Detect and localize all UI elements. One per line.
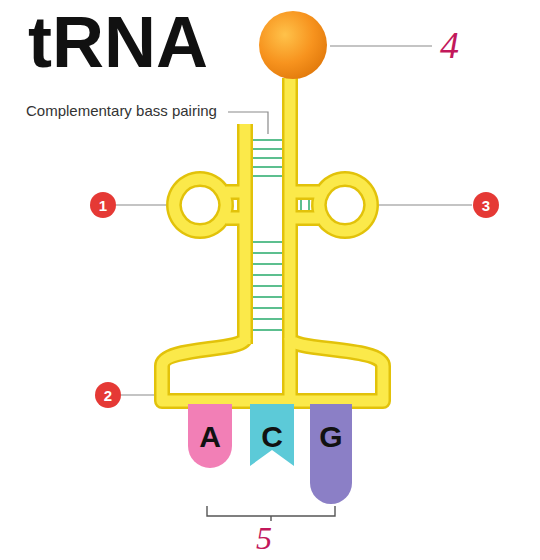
- callout-number: 1: [99, 198, 107, 213]
- amino-acid-ball: [259, 11, 327, 79]
- callout-number: 2: [104, 388, 112, 403]
- base-pair-rung: [251, 307, 284, 309]
- nucleotide-base: C: [250, 404, 294, 466]
- backbone-segment: [162, 338, 383, 401]
- leader-line: [374, 204, 472, 205]
- base-pair-rung: [251, 157, 284, 159]
- base-letter: A: [188, 422, 232, 452]
- base-pair-rung: [251, 175, 284, 177]
- base-pair-rung: [251, 241, 284, 243]
- backbone-segment: [240, 124, 251, 344]
- backbone-segment: [290, 187, 319, 198]
- base-letter: C: [250, 422, 294, 452]
- backbone-segment: [174, 179, 226, 231]
- chevron-fill: [250, 404, 294, 466]
- backbone-segment: [319, 179, 371, 231]
- backbone-segment: [319, 179, 371, 231]
- base-pair-rung: [251, 166, 284, 168]
- anticodon-bracket: [207, 506, 335, 521]
- base-pair-rung: [251, 296, 284, 298]
- handwritten-number: 4: [440, 26, 459, 64]
- base-pair-rung: [251, 329, 284, 331]
- part-label: Complementary bass pairing: [26, 103, 217, 118]
- base-pair-rung: [251, 285, 284, 287]
- backbone-segment: [174, 179, 226, 231]
- callout-number: 3: [482, 198, 490, 213]
- leader-line: [121, 394, 157, 395]
- callout-circle: 2: [95, 382, 121, 408]
- backbone: [162, 78, 383, 401]
- base-pair-rung: [251, 252, 284, 254]
- base-letter: G: [310, 422, 352, 452]
- base-pair-rung: [251, 274, 284, 276]
- backbone-segment: [162, 338, 383, 401]
- backbone-segment: [285, 78, 296, 398]
- handwritten-number: 5: [256, 522, 272, 554]
- nucleotide-base: A: [188, 404, 232, 468]
- base-pair-rung: [308, 198, 310, 212]
- backbone-outline: [162, 78, 383, 401]
- title: tRNA: [28, 6, 208, 78]
- backbone-segment: [237, 124, 253, 344]
- base-pair-rung: [300, 198, 302, 212]
- base-pair-rung: [251, 148, 284, 150]
- leader-line: [330, 45, 432, 46]
- base-pair-rung: [251, 318, 284, 320]
- callout-circle: 1: [90, 192, 116, 218]
- backbone-segment: [290, 213, 319, 224]
- base-pair-rung: [251, 263, 284, 265]
- callout-circle: 3: [473, 192, 499, 218]
- base-pair-rung: [251, 139, 284, 141]
- leader-line: [116, 204, 172, 205]
- nucleotide-base: G: [310, 404, 352, 504]
